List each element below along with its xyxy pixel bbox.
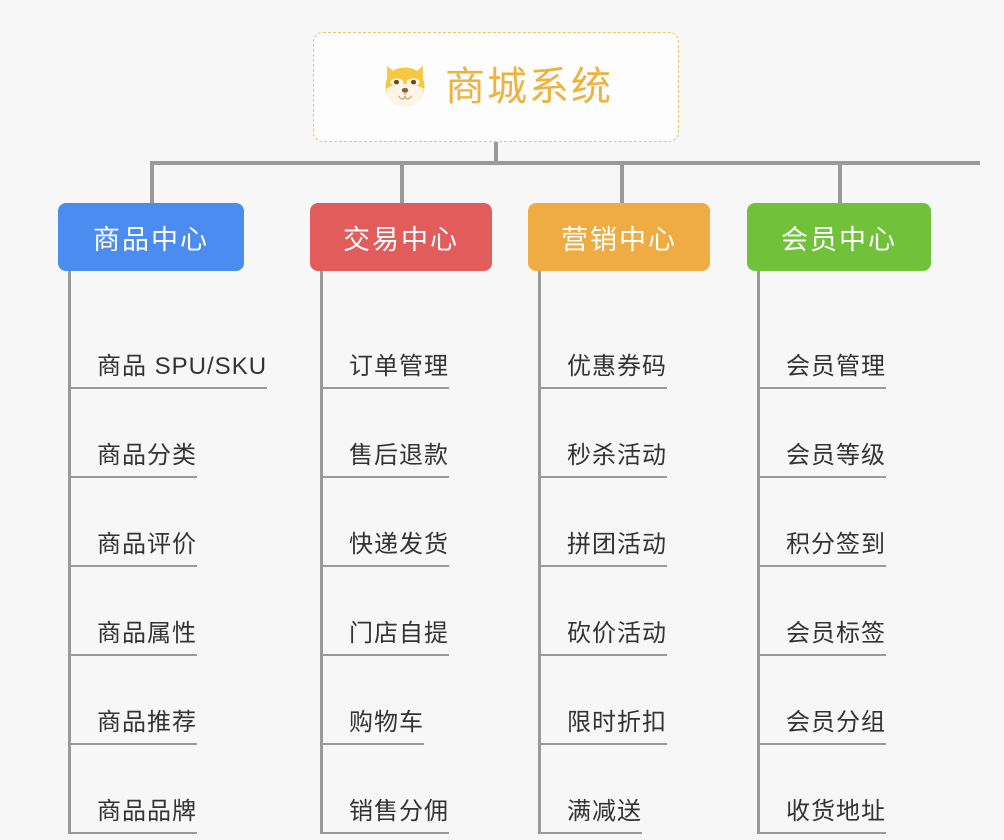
leaf-label: 会员分组 <box>786 708 886 736</box>
leaf-label: 快递发货 <box>349 530 449 558</box>
category-header-member[interactable]: 会员中心 <box>747 203 931 271</box>
list-item[interactable]: 秒杀活动 <box>528 389 710 478</box>
list-item[interactable]: 快递发货 <box>310 478 492 567</box>
leaf-list-member: 会员管理 会员等级 积分签到 会员标签 会员分组 收货地址 <box>747 271 931 834</box>
leaf-label: 秒杀活动 <box>567 441 667 469</box>
category-column-trade: 交易中心 订单管理 售后退款 快递发货 门店自提 购物车 销售分佣 <box>310 203 492 834</box>
list-item[interactable]: 购物车 <box>310 656 492 745</box>
leaf-label: 售后退款 <box>349 441 449 469</box>
category-column-product: 商品中心 商品 SPU/SKU 商品分类 商品评价 商品属性 商品推荐 商品品牌 <box>58 203 268 834</box>
list-item[interactable]: 商品分类 <box>58 389 244 478</box>
category-column-member: 会员中心 会员管理 会员等级 积分签到 会员标签 会员分组 收货地址 <box>747 203 931 834</box>
shiba-dog-face-icon <box>379 61 431 113</box>
leaf-label: 优惠券码 <box>567 352 667 380</box>
list-item[interactable]: 商品推荐 <box>58 656 244 745</box>
leaf-label: 购物车 <box>349 708 424 736</box>
root-node-label: 商城系统 <box>445 65 613 109</box>
list-item[interactable]: 售后退款 <box>310 389 492 478</box>
category-header-product[interactable]: 商品中心 <box>58 203 244 271</box>
connector-drop-4 <box>838 161 842 203</box>
leaf-label: 收货地址 <box>786 797 886 825</box>
list-item[interactable]: 积分签到 <box>747 478 931 567</box>
connector-horizontal-bus <box>150 161 980 165</box>
category-header-marketing[interactable]: 营销中心 <box>528 203 710 271</box>
leaf-label: 满减送 <box>567 797 642 825</box>
list-item[interactable]: 商品 SPU/SKU <box>58 300 268 389</box>
list-item[interactable]: 会员分组 <box>747 656 931 745</box>
list-item[interactable]: 商品品牌 <box>58 745 244 834</box>
leaf-label: 商品评价 <box>97 530 197 558</box>
leaf-label: 商品推荐 <box>97 708 197 736</box>
leaf-label: 砍价活动 <box>567 619 667 647</box>
connector-root-stem <box>494 142 498 164</box>
list-item[interactable]: 商品评价 <box>58 478 244 567</box>
list-item[interactable]: 收货地址 <box>747 745 931 834</box>
list-item[interactable]: 砍价活动 <box>528 567 710 656</box>
category-header-label: 会员中心 <box>781 224 897 255</box>
category-header-label: 营销中心 <box>561 224 677 255</box>
list-item[interactable]: 门店自提 <box>310 567 492 656</box>
leaf-label: 商品属性 <box>97 619 197 647</box>
list-item[interactable]: 会员管理 <box>747 300 931 389</box>
category-header-label: 商品中心 <box>93 224 209 255</box>
leaf-list-marketing: 优惠券码 秒杀活动 拼团活动 砍价活动 限时折扣 满减送 <box>528 271 710 834</box>
list-item[interactable]: 限时折扣 <box>528 656 710 745</box>
column-spine <box>538 271 541 834</box>
column-spine <box>320 271 323 834</box>
leaf-label: 商品分类 <box>97 441 197 469</box>
connector-drop-2 <box>400 161 404 203</box>
leaf-label: 会员标签 <box>786 619 886 647</box>
connector-drop-3 <box>620 161 624 203</box>
leaf-label: 商品品牌 <box>97 797 197 825</box>
category-header-trade[interactable]: 交易中心 <box>310 203 492 271</box>
list-item[interactable]: 拼团活动 <box>528 478 710 567</box>
leaf-list-trade: 订单管理 售后退款 快递发货 门店自提 购物车 销售分佣 <box>310 271 492 834</box>
column-spine <box>757 271 760 834</box>
category-header-label: 交易中心 <box>343 224 459 255</box>
list-item[interactable]: 优惠券码 <box>528 300 710 389</box>
column-spine <box>68 271 71 834</box>
list-item[interactable]: 会员标签 <box>747 567 931 656</box>
list-item[interactable]: 订单管理 <box>310 300 492 389</box>
connector-drop-1 <box>150 161 154 203</box>
leaf-label: 会员管理 <box>786 352 886 380</box>
leaf-label: 拼团活动 <box>567 530 667 558</box>
list-item[interactable]: 会员等级 <box>747 389 931 478</box>
list-item[interactable]: 满减送 <box>528 745 710 834</box>
leaf-list-product: 商品 SPU/SKU 商品分类 商品评价 商品属性 商品推荐 商品品牌 <box>58 271 268 834</box>
leaf-label: 销售分佣 <box>349 797 449 825</box>
leaf-label: 限时折扣 <box>567 708 667 736</box>
leaf-label: 门店自提 <box>349 619 449 647</box>
root-node-shop-system[interactable]: 商城系统 <box>313 32 679 142</box>
leaf-label: 积分签到 <box>786 530 886 558</box>
list-item[interactable]: 销售分佣 <box>310 745 492 834</box>
list-item[interactable]: 商品属性 <box>58 567 244 656</box>
category-column-marketing: 营销中心 优惠券码 秒杀活动 拼团活动 砍价活动 限时折扣 满减送 <box>528 203 710 834</box>
leaf-label: 会员等级 <box>786 441 886 469</box>
leaf-label: 订单管理 <box>349 352 449 380</box>
leaf-label: 商品 SPU/SKU <box>97 352 268 380</box>
